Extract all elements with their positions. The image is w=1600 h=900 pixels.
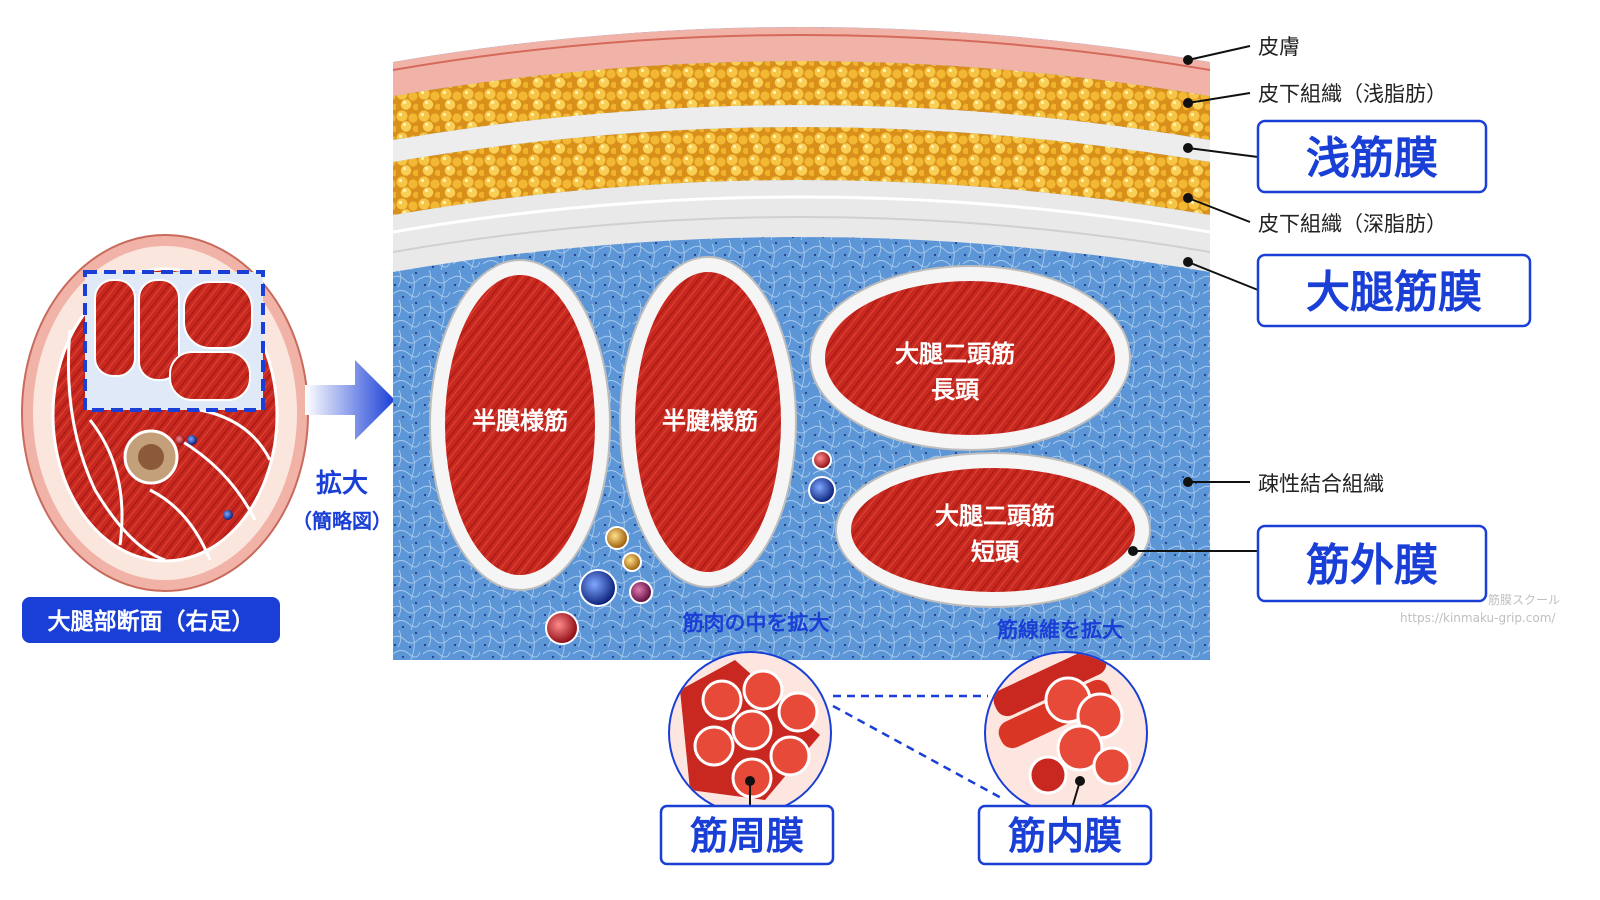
label-semimembranosus: 半膜様筋 xyxy=(472,407,568,435)
endomysium-cross-section xyxy=(984,651,1148,815)
label-semitendinosus: 半腱様筋 xyxy=(662,407,758,435)
label-endomysium: 筋内膜 xyxy=(1008,814,1122,858)
vessels xyxy=(545,450,836,645)
box-epimysium: 筋外膜 xyxy=(1256,524,1488,603)
muscle-biceps-short xyxy=(835,452,1151,608)
watermark-line2: https://kinmaku-grip.com/ xyxy=(1400,611,1556,625)
label-biceps-long-1: 大腿二頭筋 xyxy=(895,340,1015,368)
deep-fat-layer xyxy=(393,127,1210,215)
label-skin: 皮膚 xyxy=(1258,35,1300,59)
thigh-cross-section xyxy=(21,234,309,592)
caption-muscle-fiber: 筋線維を拡大 xyxy=(996,618,1123,642)
label-subcutaneous-shallow: 皮下組織（浅脂肪） xyxy=(1258,82,1447,106)
box-fascia-lata: 大腿筋膜 xyxy=(1256,253,1532,328)
caption-inside-muscle: 筋肉の中を拡大 xyxy=(682,611,830,635)
label-perimysium: 筋周膜 xyxy=(690,814,804,858)
box-endomysium: 筋内膜 xyxy=(977,804,1153,866)
muscle-semimembranosus xyxy=(429,259,611,591)
tissue-block: 半膜様筋 半腱様筋 大腿二頭筋 長頭 大腿二頭筋 短頭 筋肉の中を拡大 筋線維を… xyxy=(393,27,1210,660)
zoom-label: 拡大 xyxy=(316,469,368,499)
watermark-line1: 筋膜スクール xyxy=(1488,592,1560,607)
fascia-lata-band xyxy=(393,180,1210,272)
box-superficial-fascia: 浅筋膜 xyxy=(1256,119,1488,194)
section-label: 大腿部断面（右足） xyxy=(22,597,280,643)
label-superficial-fascia: 浅筋膜 xyxy=(1306,133,1438,184)
shallow-fat-layer xyxy=(393,61,1210,140)
perimysium-cross-section xyxy=(668,651,832,815)
muscle-biceps-long xyxy=(809,265,1131,451)
connector-bottom xyxy=(832,704,1006,802)
superficial-fascia-band xyxy=(393,105,1210,162)
label-epimysium: 筋外膜 xyxy=(1306,540,1438,591)
zoom-arrow: 拡大 （簡略図） xyxy=(292,360,395,533)
muscle-semitendinosus xyxy=(619,256,797,588)
zoom-region-box xyxy=(83,270,265,412)
layer-callouts xyxy=(1133,45,1259,552)
label-loose-connective: 疎性結合組織 xyxy=(1258,472,1384,496)
arrow-right-icon xyxy=(305,360,395,440)
label-biceps-long-2: 長頭 xyxy=(931,376,980,404)
label-biceps-short-2: 短頭 xyxy=(971,538,1020,566)
label-biceps-short-1: 大腿二頭筋 xyxy=(935,502,1055,530)
label-subcutaneous-deep: 皮下組織（深脂肪） xyxy=(1258,212,1447,236)
zoom-sublabel: （簡略図） xyxy=(292,509,392,533)
callout-dots xyxy=(1128,55,1193,556)
section-label-text: 大腿部断面（右足） xyxy=(48,608,255,635)
box-perimysium: 筋周膜 xyxy=(659,804,835,866)
label-fascia-lata: 大腿筋膜 xyxy=(1306,267,1482,318)
